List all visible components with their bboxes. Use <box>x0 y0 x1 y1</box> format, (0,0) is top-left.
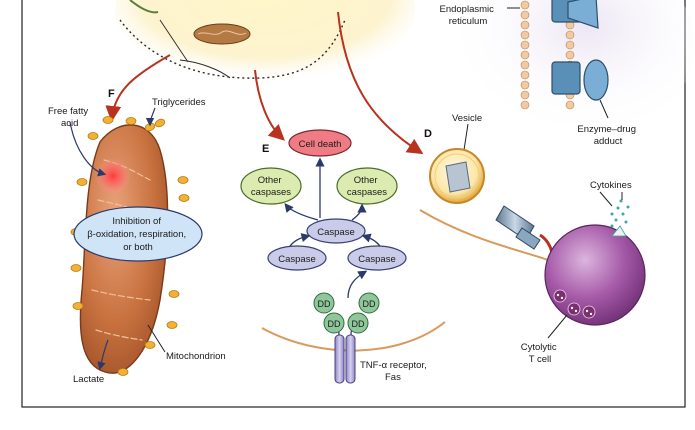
er-label: Endoplasmic reticulum <box>439 4 496 27</box>
other-caspases-right: Other caspases <box>336 167 398 205</box>
cytokine-dots <box>610 199 630 228</box>
cascade-arrows <box>284 157 381 299</box>
caspase-node-right: Caspase <box>347 245 407 271</box>
lactate-label: Lactate <box>73 374 104 385</box>
svg-text:Caspase: Caspase <box>358 254 396 265</box>
arrow-to-vesicle <box>337 11 424 155</box>
svg-text:Cell death: Cell death <box>299 139 342 150</box>
arrow-to-cell-death <box>254 69 285 141</box>
svg-text:DD: DD <box>352 319 365 329</box>
svg-text:DD: DD <box>328 319 341 329</box>
panel-label-e: E <box>262 143 269 155</box>
svg-text:Other caspases: Other caspases <box>251 175 291 198</box>
mitochondrion-label: Mitochondrion <box>166 351 226 362</box>
arrow-to-mitochondrion <box>105 54 171 122</box>
cytolytic-t-cell-label: Cytolytic T cell <box>521 342 560 365</box>
hepatocyte-region <box>115 0 415 85</box>
dd-3: DD <box>323 312 345 334</box>
svg-text:Other caspases: Other caspases <box>347 175 387 198</box>
cytolytic-t-cell <box>544 224 646 326</box>
vesicle <box>429 148 485 204</box>
inhibition-callout: Inhibition of β-oxidation, respiration, … <box>73 206 203 262</box>
panel-label-d: D <box>424 128 432 140</box>
dd-4: DD <box>347 312 369 334</box>
dd-2: DD <box>358 292 380 314</box>
panel-label-f: F <box>108 88 115 100</box>
cytokines-label: Cytokines <box>590 180 632 191</box>
figure-frame <box>21 0 686 408</box>
svg-text:DD: DD <box>363 299 376 309</box>
caspase-node-left: Caspase <box>267 245 327 271</box>
svg-text:Caspase: Caspase <box>278 254 316 265</box>
caspase-node-center: Caspase <box>306 218 366 244</box>
free-fatty-acid-label: Free fatty acid <box>48 106 91 129</box>
svg-text:Inhibition of β-oxidatio: Inhibition of β-oxidation, respiration, … <box>87 216 189 253</box>
dd-1: DD <box>313 292 335 314</box>
top-organelle <box>193 23 251 45</box>
er-region <box>455 0 695 140</box>
enzyme-protein <box>551 0 609 101</box>
cell-death-node: Cell death <box>288 129 352 157</box>
other-caspases-left: Other caspases <box>240 167 302 205</box>
t-cell-receptor <box>495 205 554 259</box>
enzyme-drug-adduct-label: Enzyme–drug adduct <box>577 124 638 147</box>
membrane-arc-d <box>419 209 549 261</box>
tnf-receptor-label: TNF-α receptor, Fas <box>360 360 429 383</box>
plasma-membrane-arc <box>261 321 446 352</box>
triglycerides-label: Triglycerides <box>152 97 206 108</box>
svg-text:Caspase: Caspase <box>317 227 355 238</box>
svg-text:DD: DD <box>318 299 331 309</box>
death-domains: DD DD DD DD <box>313 292 380 334</box>
vesicle-label: Vesicle <box>452 113 482 124</box>
triglyceride-droplets <box>70 116 190 376</box>
